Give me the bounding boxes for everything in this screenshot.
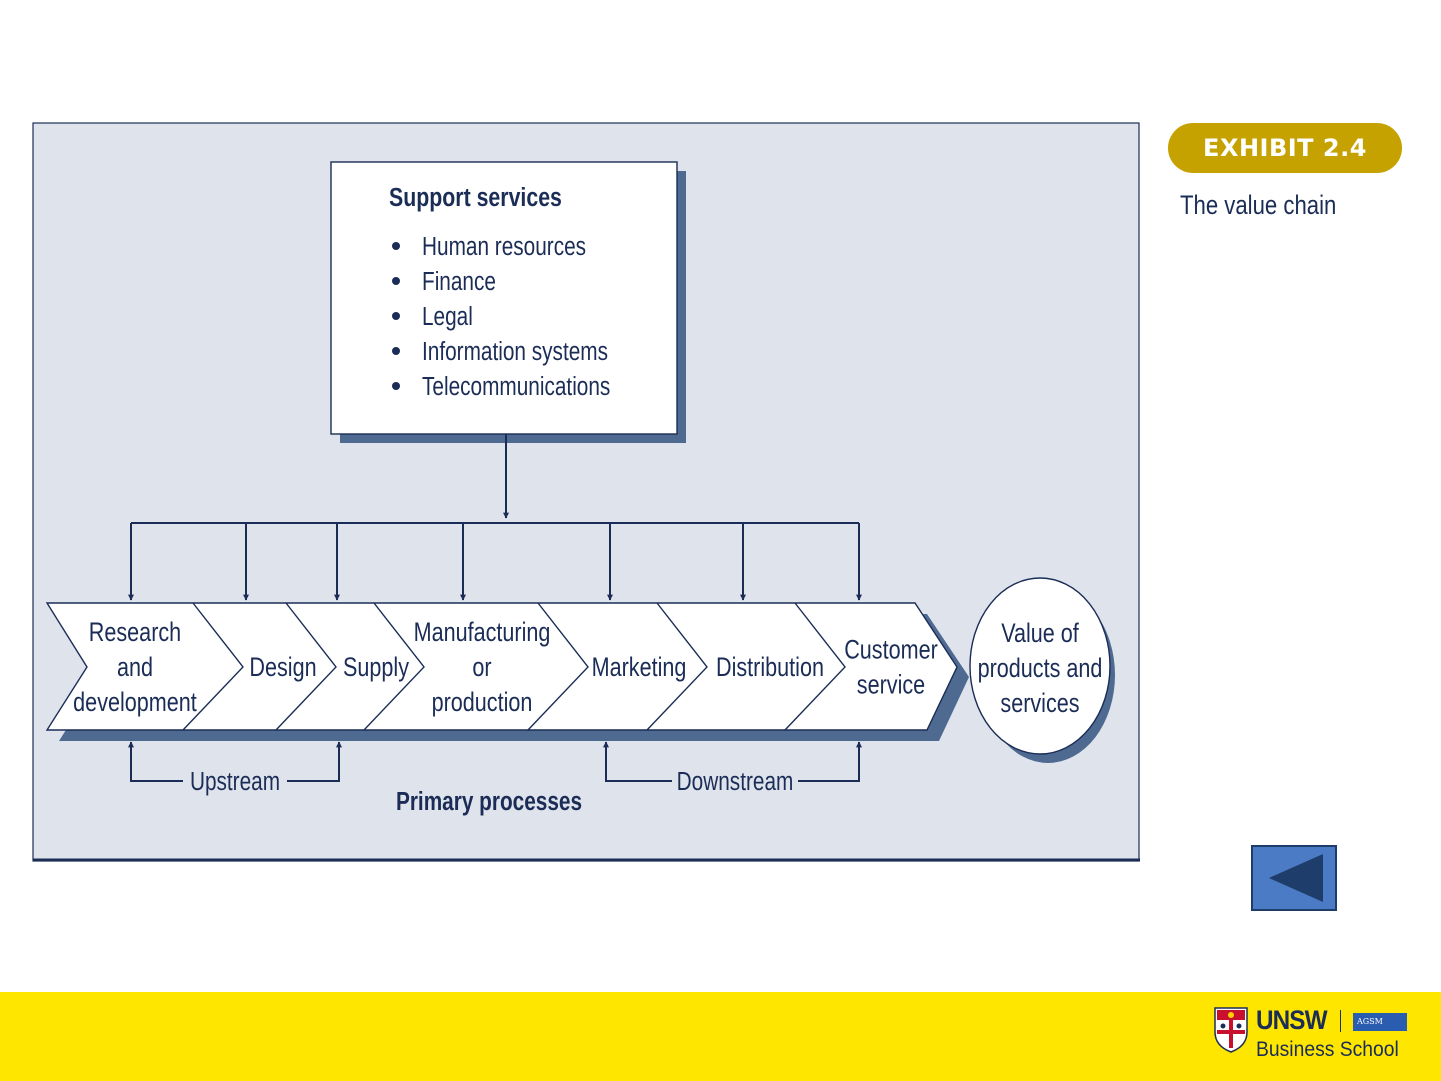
value-node bbox=[969, 577, 1111, 755]
support-item: Human resources bbox=[422, 232, 586, 261]
chain-step-research: development bbox=[73, 688, 197, 718]
chevron-divider bbox=[527, 602, 589, 731]
value-node-label: services bbox=[1000, 689, 1079, 719]
chevron-dividers bbox=[182, 602, 846, 731]
chain-step-research: Research bbox=[89, 618, 181, 648]
bullet-icon bbox=[392, 312, 400, 320]
exhibit-title: The value chain bbox=[1180, 190, 1337, 220]
crest-icon bbox=[1214, 1007, 1248, 1053]
chain-step-marketing: Marketing bbox=[592, 653, 687, 683]
unsw-business-school-logo: UNSW AGSM Business School bbox=[1212, 1002, 1412, 1074]
chain-step-supply: Supply bbox=[343, 653, 410, 683]
bullet-icon bbox=[392, 277, 400, 285]
support-box bbox=[330, 161, 678, 435]
primary-processes-label: Primary processes bbox=[396, 787, 582, 816]
footer-bar: UNSW AGSM Business School bbox=[0, 992, 1441, 1081]
downstream-bracket-left bbox=[603, 741, 672, 782]
support-item: Legal bbox=[422, 302, 473, 331]
chain-step-manufacturing: Manufacturing bbox=[414, 618, 551, 648]
back-button[interactable] bbox=[1251, 845, 1337, 911]
downstream-label: Downstream bbox=[677, 767, 794, 796]
chain-step-manufacturing: or bbox=[472, 653, 491, 683]
chain-step-distribution: Distribution bbox=[716, 653, 824, 683]
chain-step-customer-service: service bbox=[857, 670, 925, 700]
bullet-icon bbox=[392, 242, 400, 250]
chain-step-research: and bbox=[117, 653, 153, 683]
downstream-bracket-right bbox=[798, 741, 862, 782]
support-item: Telecommunications bbox=[422, 372, 610, 401]
bullet-icon bbox=[392, 382, 400, 390]
support-title: Support services bbox=[389, 183, 562, 213]
chevron-divider bbox=[646, 602, 708, 731]
logo-divider bbox=[1340, 1010, 1341, 1032]
value-node-labels: Value of products and services bbox=[978, 619, 1103, 719]
chain-labels: Research and development Design SupplyManufa… bbox=[73, 618, 938, 718]
drop-arrows bbox=[128, 523, 862, 601]
chain-step-manufacturing: production bbox=[432, 688, 533, 718]
chevron-divider bbox=[363, 602, 425, 731]
chevron-divider bbox=[784, 602, 846, 731]
chain-body bbox=[45, 602, 958, 731]
logo-agsm-badge: AGSM bbox=[1353, 1013, 1407, 1031]
value-chain-diagram: Support services Human resourcesFinanceL… bbox=[32, 122, 1140, 862]
support-item: Information systems bbox=[422, 337, 608, 366]
left-triangle-icon bbox=[1269, 854, 1323, 902]
chain-step-design: Design bbox=[249, 653, 316, 683]
value-node-label: Value of bbox=[1001, 619, 1079, 649]
chain-step-customer-service: Customer bbox=[844, 635, 938, 665]
bullet-icon bbox=[392, 347, 400, 355]
chevron-divider bbox=[182, 602, 244, 731]
upstream-bracket-left bbox=[128, 741, 183, 782]
value-node-label: products and bbox=[978, 654, 1103, 684]
logo-business-school-text: Business School bbox=[1256, 1038, 1399, 1061]
logo-unsw-text: UNSW bbox=[1256, 1005, 1328, 1035]
upstream-bracket-right bbox=[287, 741, 342, 782]
support-item: Finance bbox=[422, 267, 496, 296]
exhibit-badge: EXHIBIT 2.4 bbox=[1168, 123, 1402, 173]
upstream-label: Upstream bbox=[190, 767, 280, 796]
chevron-divider bbox=[275, 602, 337, 731]
